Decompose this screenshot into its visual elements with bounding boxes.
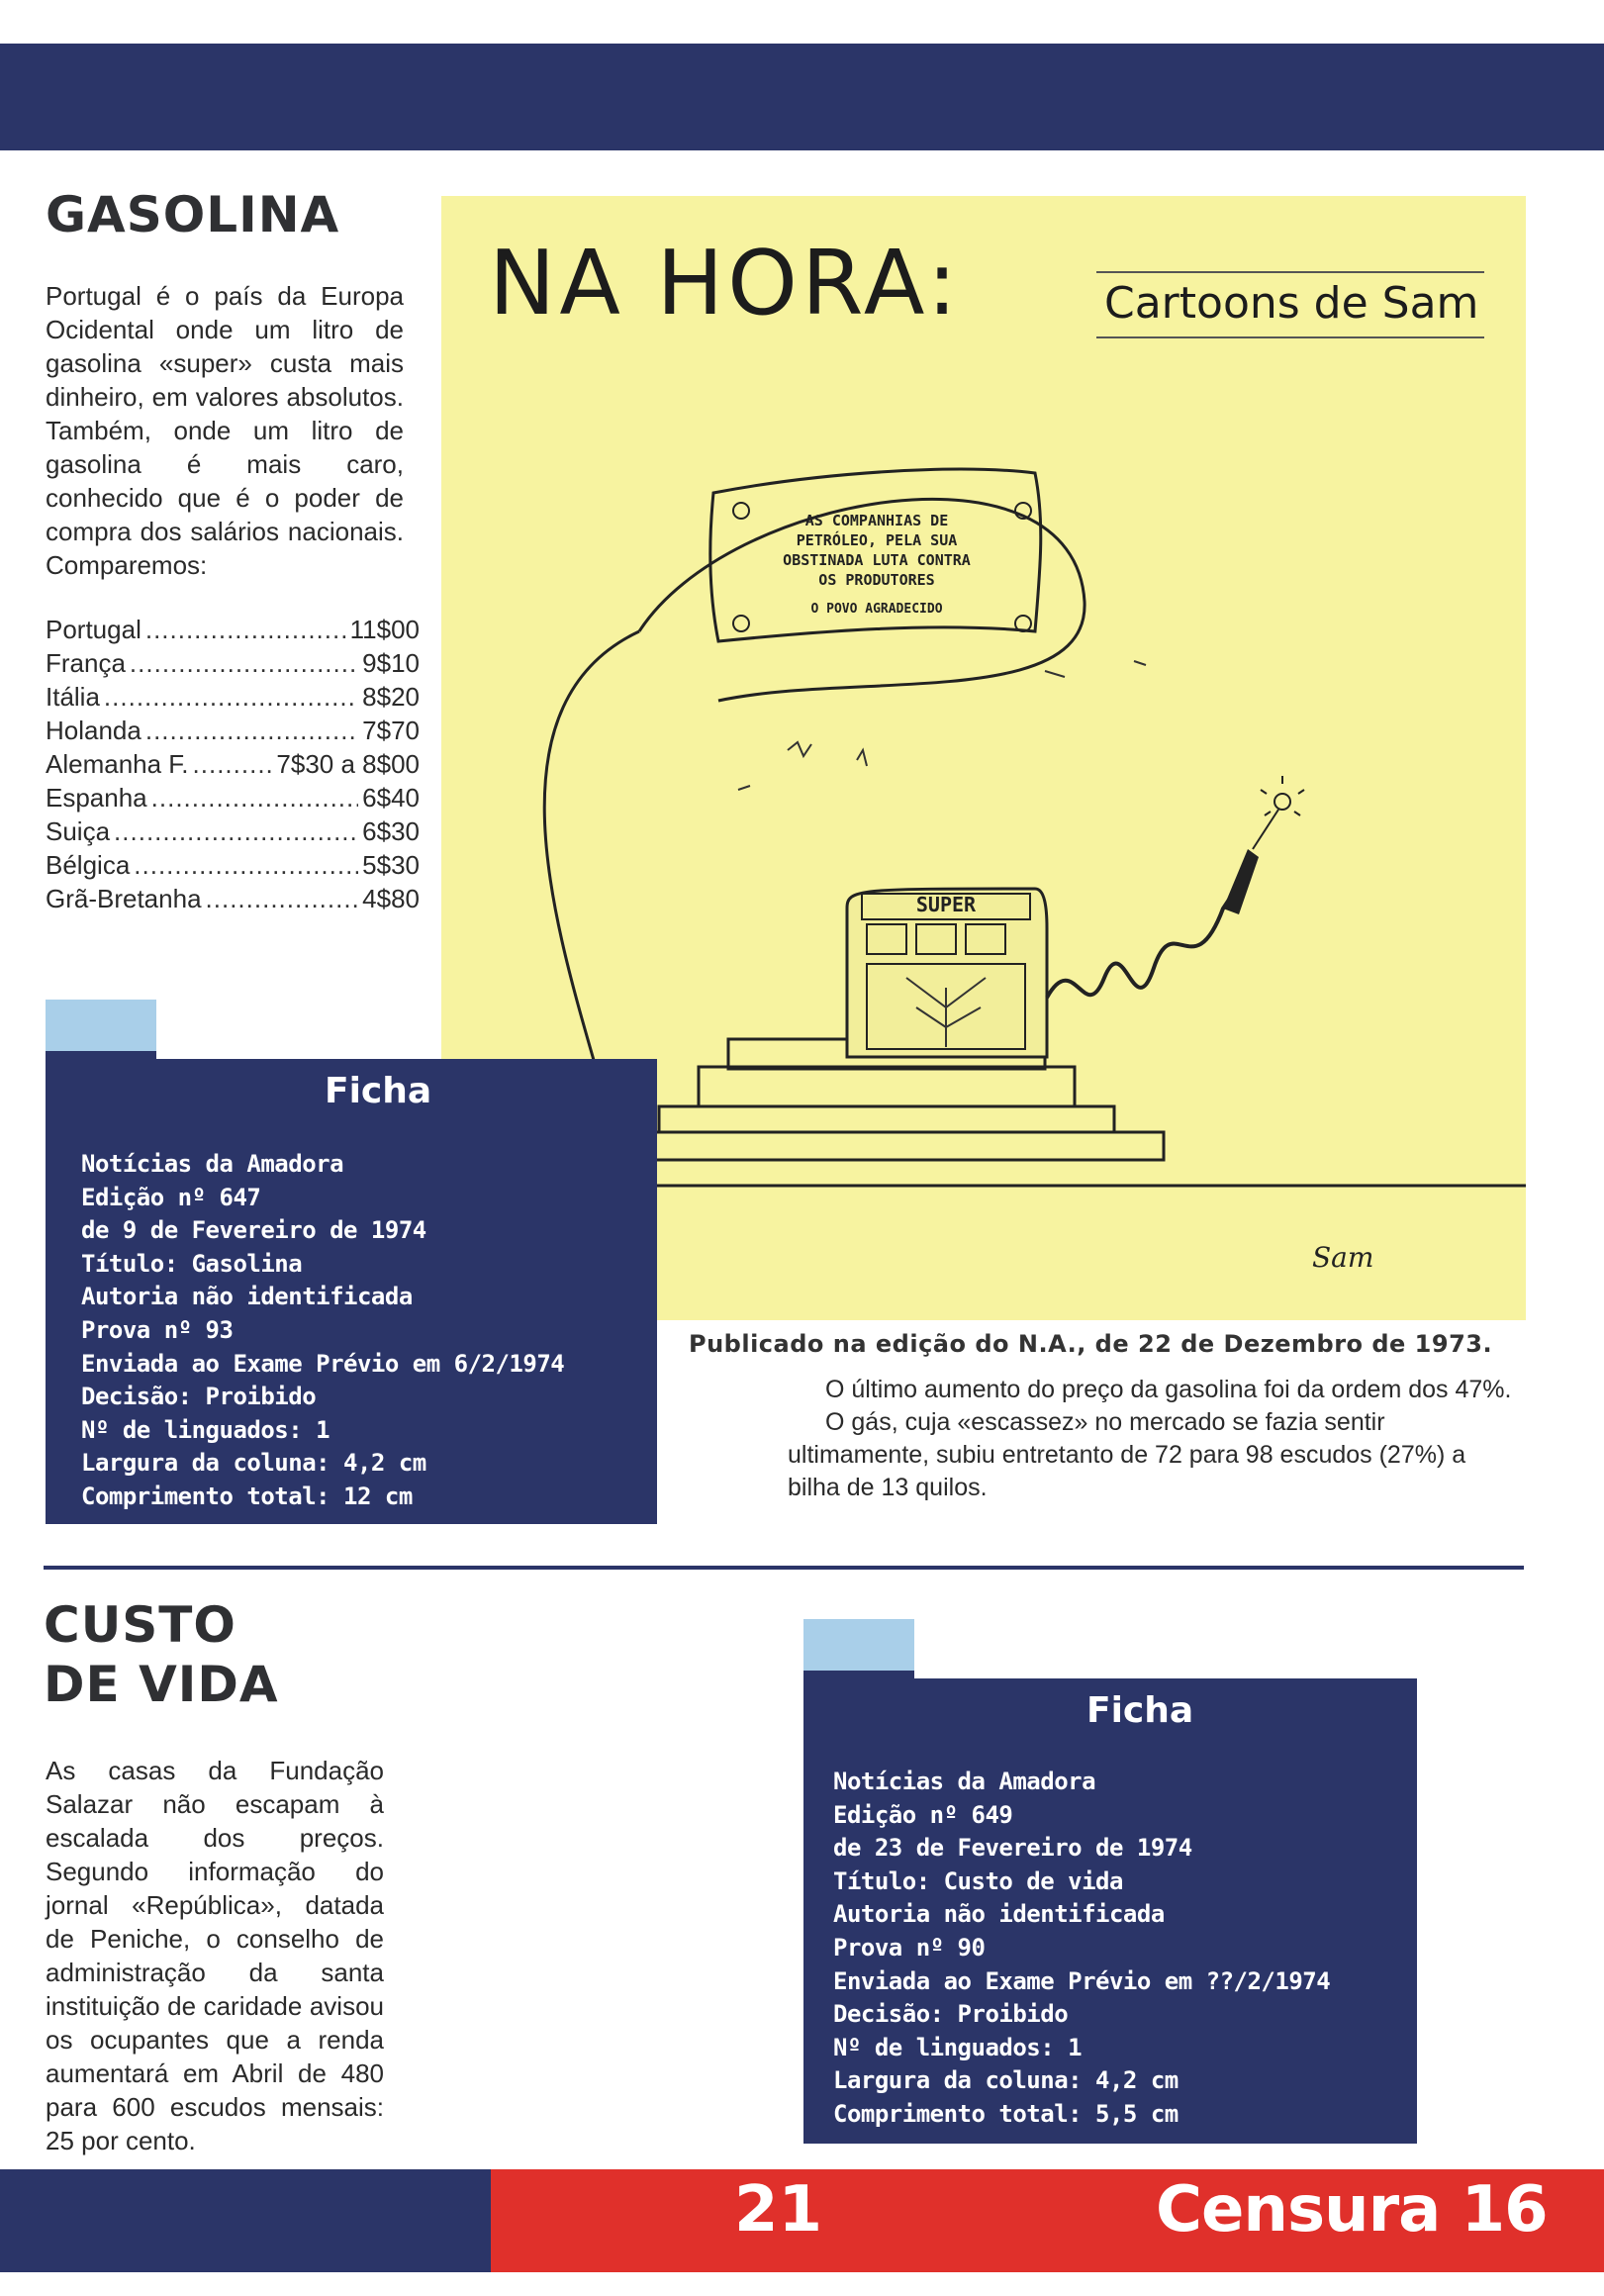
section-title-custo-de-vida: CUSTO DE VIDA [44,1595,279,1714]
ficha-line: Nº de linguados: 1 [81,1415,330,1444]
footer-band-blue [0,2169,491,2272]
ficha-line: Nº de linguados: 1 [833,2033,1083,2061]
price-value: 9$10 [362,648,420,678]
price-country: Suiça [46,816,111,846]
ficha-line: Largura da coluna: 4,2 cm [81,1449,426,1478]
ficha-line: Título: Gasolina [81,1249,303,1278]
cartoon-headline: NA HORA: [489,232,962,335]
price-value: 8$20 [362,682,420,712]
cartoon-drawing [441,467,1526,1247]
footer-band-red [491,2169,1604,2272]
title-line: DE VIDA [44,1656,279,1713]
publication-brand: Censura 16 [1156,2173,1549,2247]
gasolina-article: O último aumento do preço da gasolina fo… [788,1374,1524,1504]
price-row: Portugal 11$00 [46,613,420,646]
section-title-gasolina: GASOLINA [46,186,340,243]
ficha-line: Decisão: Proibido [81,1383,317,1411]
ficha-tab-light [803,1619,914,1673]
price-country: Portugal [46,615,142,644]
price-row: Bélgica 5$30 [46,848,420,882]
cartoon-caption: Publicado na edição do N.A., de 22 de De… [689,1330,1493,1358]
ficha-card-2: Ficha Notícias da Amadora Edição nº 649 … [803,1678,1417,2144]
price-row: Alemanha F. 7$30 a 8$00 [46,747,420,781]
ficha-line: Edição nº 647 [81,1183,261,1211]
balloon-text: AS COMPANHIAS DE PETRÓLEO, PELA SUA OBST… [728,511,1025,620]
article-paragraph: O gás, cuja «escassez» no mercado se faz… [788,1408,1466,1501]
ficha-line: Autoria não identificada [81,1283,413,1311]
ficha-line: Enviada ao Exame Prévio em ??/2/1974 [833,1966,1331,1995]
balloon-line: OBSTINADA LUTA CONTRA [783,551,971,569]
ficha-line: Enviada ao Exame Prévio em 6/2/1974 [81,1349,565,1378]
section-divider [44,1566,1524,1570]
price-row: Holanda 7$70 [46,714,420,747]
ficha-line: Autoria não identificada [833,1900,1165,1929]
ficha-line: Notícias da Amadora [833,1768,1096,1795]
price-country: Grã-Bretanha [46,884,202,913]
price-value: 11$00 [349,615,420,644]
ficha-line: Título: Custo de vida [833,1866,1123,1895]
top-header-band [0,44,1604,150]
price-country: Bélgica [46,850,131,880]
ficha-title: Ficha [325,1071,432,1111]
title-line: CUSTO [44,1596,236,1654]
price-value: 5$30 [362,850,420,880]
balloon-line: PETRÓLEO, PELA SUA [796,531,958,549]
price-value: 6$30 [362,816,420,846]
gasolina-intro-text: Portugal é o país da Europa Ocidental on… [46,281,404,580]
price-row: Espanha 6$40 [46,781,420,814]
price-country: Itália [46,682,100,712]
price-value: 7$30 a 8$00 [276,749,420,779]
ficha-details: Notícias da Amadora Edição nº 649 de 23 … [833,1766,1331,2132]
balloon-line: OS PRODUTORES [818,571,935,589]
ficha-line: Notícias da Amadora [81,1150,344,1178]
price-row: Suiça 6$30 [46,814,420,848]
article-paragraph: O último aumento do preço da gasolina fo… [825,1376,1512,1403]
price-country: Holanda [46,716,142,745]
price-list: Portugal 11$00 França 9$10 Itália 8$20 Hola… [46,613,420,915]
ficha-title: Ficha [1086,1690,1194,1731]
balloon-line: AS COMPANHIAS DE [804,512,949,529]
pump-label: SUPER [915,893,977,916]
custo-de-vida-text: As casas da Fundação Salazar não escapam… [46,1756,384,2155]
price-country: Alemanha F. [46,749,189,779]
price-country: França [46,648,126,678]
price-row: Grã-Bretanha 4$80 [46,882,420,915]
price-country: Espanha [46,783,147,813]
ficha-line: Largura da coluna: 4,2 cm [833,2066,1179,2095]
ficha-line: Comprimento total: 12 cm [81,1482,413,1510]
ficha-line: de 23 de Fevereiro de 1974 [833,1834,1192,1863]
page-number: 21 [734,2173,823,2247]
ficha-line: Decisão: Proibido [833,2000,1069,2029]
ficha-line: Prova nº 93 [81,1315,234,1344]
price-value: 4$80 [362,884,420,913]
ficha-tab-light [46,1000,156,1053]
ficha-line: Prova nº 90 [833,1933,986,1961]
price-row: Itália 8$20 [46,680,420,714]
balloon-footer: O POVO AGRADECIDO [810,602,943,617]
price-value: 7$70 [362,716,420,745]
price-row: França 9$10 [46,646,420,680]
ficha-card-1: Ficha Notícias da Amadora Edição nº 647 … [46,1059,657,1524]
ficha-details: Notícias da Amadora Edição nº 647 de 9 d… [81,1148,565,1514]
cartoon-signature: Sam [1312,1241,1374,1274]
cartoon-subtitle: Cartoons de Sam [1096,271,1484,338]
price-value: 6$40 [362,783,420,813]
ficha-line: de 9 de Fevereiro de 1974 [81,1216,426,1245]
ficha-line: Edição nº 649 [833,1800,1013,1829]
ficha-line: Comprimento total: 5,5 cm [833,2099,1179,2128]
